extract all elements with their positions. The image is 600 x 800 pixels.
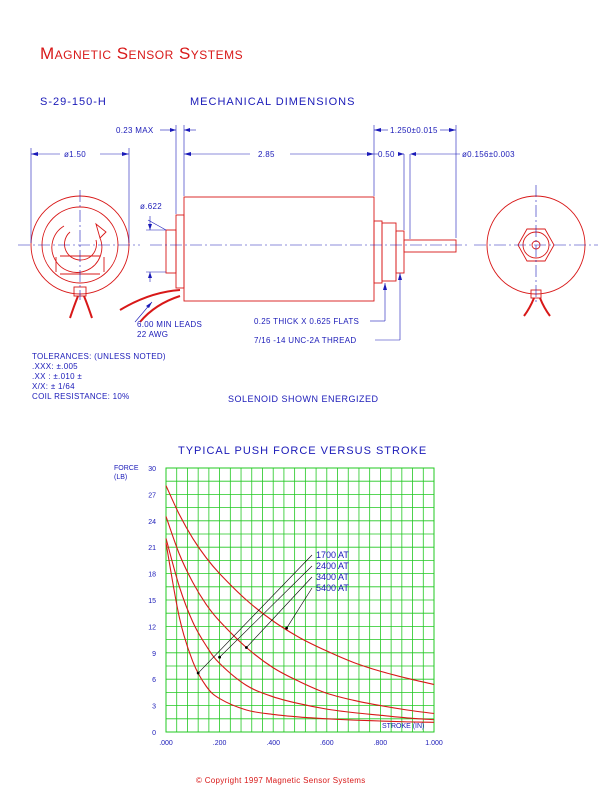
legend-leader-dot xyxy=(285,626,288,630)
y-tick-label: 15 xyxy=(148,598,156,605)
flange xyxy=(175,214,185,289)
dim-thread-length: 1.250±0.015 xyxy=(390,126,438,135)
x-tick-label: .600 xyxy=(320,740,334,747)
company-title: Magnetic Sensor Systems xyxy=(40,44,244,63)
legend-label: 3400 AT xyxy=(316,572,349,582)
legend-label: 5400 AT xyxy=(316,583,349,593)
tolerance-xxx: .XXX: ±.005 xyxy=(32,362,78,371)
series-line xyxy=(165,538,435,721)
legend-label: 2400 AT xyxy=(316,561,349,571)
dim-flats: 0.25 THICK X 0.625 FLATS xyxy=(254,317,360,326)
tolerances-heading: TOLERANCES: (UNLESS NOTED) xyxy=(32,352,166,361)
legend-leader-dot xyxy=(245,646,248,649)
x-tick-label: .000 xyxy=(159,740,173,747)
tolerance-xx: .XX : ±.010 ± xyxy=(32,372,83,381)
dim-max-flange: 0.23 MAX xyxy=(116,126,154,135)
x-tick-label: .400 xyxy=(266,740,280,747)
y-tick-label: 9 xyxy=(152,651,156,658)
dim-thread: 7/16 -14 UNC-2A THREAD xyxy=(254,336,357,345)
legend-leader-dot xyxy=(196,671,200,675)
chart-title: TYPICAL PUSH FORCE VERSUS STROKE xyxy=(178,445,428,457)
y-tick-label: 21 xyxy=(148,545,156,552)
force-stroke-chart: 0 3 6 9 12 15 18 21 24 27 30 .000 .200 .400 .600 .800 1.… xyxy=(114,465,443,747)
y-tick-label: 27 xyxy=(148,492,156,499)
y-axis-label: FORCE xyxy=(114,465,139,472)
dim-awg: 22 AWG xyxy=(137,330,169,339)
x-axis-label: STROKE (IN) xyxy=(382,723,424,730)
legend-label: 1700 AT xyxy=(316,550,349,560)
solenoid-body xyxy=(183,196,375,302)
y-tick-label: 12 xyxy=(148,624,156,631)
y-tick-label: 18 xyxy=(148,572,156,579)
dim-boss-dia: ø.622 xyxy=(140,202,162,211)
copyright: © Copyright 1997 Magnetic Sensor Systems xyxy=(196,776,366,785)
dim-diameter: ø1.50 xyxy=(64,150,86,159)
legend-leader-line xyxy=(219,565,313,658)
x-tick-label: .800 xyxy=(374,740,388,747)
dim-stud-length: 0.50 xyxy=(378,150,395,159)
y-tick-label: 30 xyxy=(148,466,156,473)
dim-plunger-dia: ø0.156±0.003 xyxy=(462,150,515,159)
dim-leads: 6.00 MIN LEADS xyxy=(137,320,203,329)
legend-leader-line xyxy=(286,587,313,629)
series-line xyxy=(165,485,435,686)
mechanical-drawing xyxy=(18,125,598,341)
dim-length: 2.85 xyxy=(258,150,275,159)
y-tick-label: 3 xyxy=(152,704,156,711)
y-tick-label: 0 xyxy=(152,730,156,737)
y-tick-label: 24 xyxy=(148,519,156,526)
legend-leader-line xyxy=(197,554,313,674)
x-tick-label: .200 xyxy=(213,740,227,747)
series-line xyxy=(165,542,435,723)
part-number: S-29-150-H xyxy=(40,96,107,108)
rear-boss xyxy=(165,229,177,274)
series-line xyxy=(165,516,435,715)
legend-leader-line xyxy=(246,576,313,648)
coil-resistance: COIL RESISTANCE: 10% xyxy=(32,392,130,401)
legend-leader-dot xyxy=(218,655,222,659)
drawing-title: MECHANICAL DIMENSIONS xyxy=(190,96,356,108)
x-tick-label: 1.000 xyxy=(425,740,443,747)
energized-note: SOLENOID SHOWN ENERGIZED xyxy=(228,394,379,404)
plunger xyxy=(403,239,457,253)
hex-nut xyxy=(381,222,397,282)
y-tick-label: 6 xyxy=(152,677,156,684)
y-axis-label-unit: (LB) xyxy=(114,474,127,481)
tolerance-frac: X/X: ± 1/64 xyxy=(32,382,75,391)
